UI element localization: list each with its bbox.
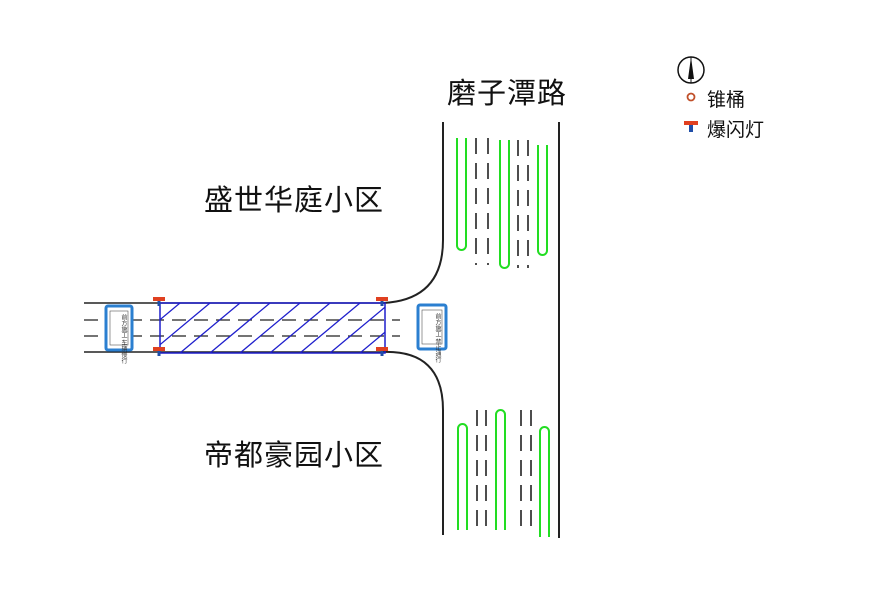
- hatch-line: [359, 331, 385, 353]
- construction-zone-border: [159, 302, 386, 354]
- main-road-label: 磨子潭路: [447, 76, 568, 110]
- corner-curve-north: [382, 239, 444, 304]
- hatch-line: [329, 306, 385, 353]
- flash-lights: [153, 297, 388, 356]
- green-guide-lane: [539, 426, 550, 537]
- hatch-line: [239, 303, 301, 353]
- sign-right-text: 前方施工 禁止通行: [434, 313, 441, 363]
- sign-left-text: 前方施工 车辆慢行: [120, 314, 127, 364]
- hatch-line: [269, 303, 331, 353]
- flash-light-icon: [153, 347, 165, 351]
- north-community-label: 盛世华庭小区: [204, 183, 385, 217]
- hatch-line: [209, 303, 271, 353]
- construction-zone-hatch: [160, 303, 385, 353]
- cone-icon: [686, 92, 696, 102]
- lane-markings: [456, 138, 550, 537]
- hatch-line: [299, 303, 361, 353]
- construction-sign-face: [421, 309, 443, 345]
- construction-sign-face: [109, 310, 129, 346]
- green-guide-lane: [456, 138, 467, 251]
- flash-light-icon: [153, 297, 165, 301]
- flash-light-stem: [157, 301, 161, 306]
- green-guide-lane: [495, 409, 506, 530]
- hatch-line: [160, 303, 181, 321]
- construction-zone: [159, 302, 386, 354]
- construction-sign-right: [416, 303, 448, 351]
- flash-light-stem: [157, 351, 161, 356]
- flash-light-icon: [376, 297, 388, 301]
- green-guide-lane: [537, 145, 548, 256]
- corner-curve-south: [382, 350, 444, 411]
- hatch-line: [179, 303, 241, 353]
- legend-cone-label: 锥桶: [707, 89, 746, 111]
- construction-sign-left: [104, 304, 134, 352]
- flash-light-stem: [380, 301, 384, 306]
- south-community-label: 帝都豪园小区: [204, 438, 385, 472]
- north-arrow-icon: [677, 56, 705, 84]
- flash-light-icon: [684, 121, 698, 132]
- legend: [677, 56, 705, 132]
- hatch-line: [160, 303, 211, 346]
- green-guide-lane: [499, 140, 510, 269]
- green-guide-lane: [457, 423, 468, 530]
- flash-light-icon: [376, 347, 388, 351]
- legend-flash-light-label: 爆闪灯: [707, 119, 765, 141]
- flash-light-stem: [380, 351, 384, 356]
- main-road: [382, 122, 560, 538]
